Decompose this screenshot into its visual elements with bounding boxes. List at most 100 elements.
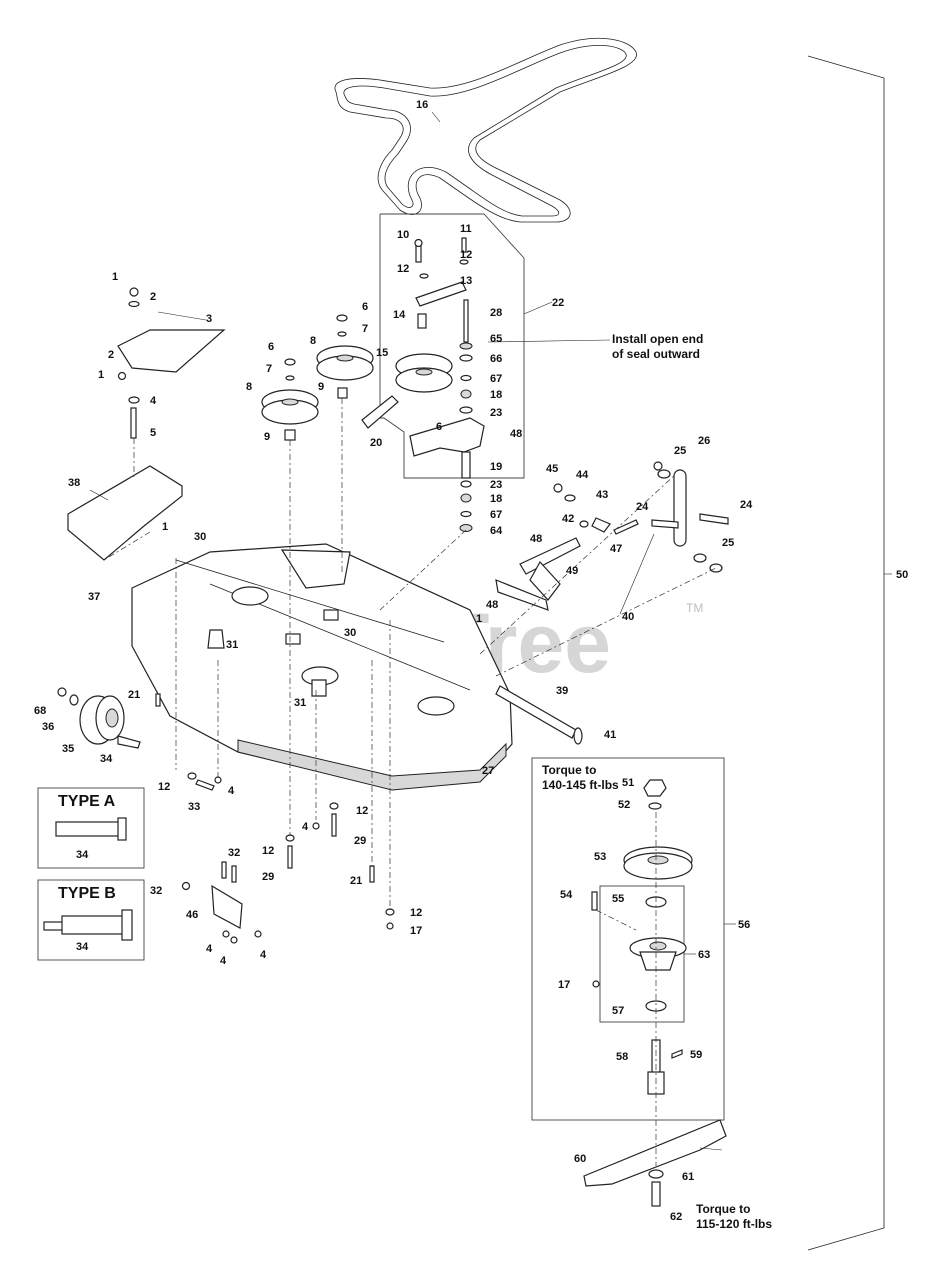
callout-p49: 49 xyxy=(566,565,578,577)
callout-p12b: 12 xyxy=(460,249,472,261)
callout-p1c: 1 xyxy=(476,613,482,625)
callout-p21a: 21 xyxy=(128,689,140,701)
seal-note-line2: of seal outward xyxy=(612,347,700,361)
callout-p1a: 1 xyxy=(112,271,118,283)
callout-p62: 62 xyxy=(670,1211,682,1223)
callout-p8b: 8 xyxy=(310,335,316,347)
callout-p38: 38 xyxy=(68,477,80,489)
leader-lines xyxy=(89,111,892,1151)
callout-p29b: 29 xyxy=(262,871,274,883)
type-b-label: TYPE B xyxy=(58,885,116,902)
callout-p2a: 2 xyxy=(150,291,156,303)
callout-p51: 51 xyxy=(622,777,634,789)
callout-p12e: 12 xyxy=(262,845,274,857)
callout-p13: 13 xyxy=(460,275,472,287)
callout-p39: 39 xyxy=(556,685,568,697)
callout-p18a: 18 xyxy=(490,389,502,401)
callout-p34a: 34 xyxy=(100,753,113,765)
callout-p12c: 12 xyxy=(158,781,170,793)
callout-p63: 63 xyxy=(698,949,710,961)
callout-p44: 44 xyxy=(576,469,589,481)
callout-p31a: 31 xyxy=(226,639,238,651)
drive-belt xyxy=(334,37,637,223)
callout-p60: 60 xyxy=(574,1153,586,1165)
type-a-box: TYPE A 34 xyxy=(37,787,145,869)
callout-p10: 10 xyxy=(397,229,409,241)
callout-p11: 11 xyxy=(460,223,472,235)
callout-p57: 57 xyxy=(612,1005,624,1017)
callout-p14: 14 xyxy=(393,309,406,321)
callout-p31b: 31 xyxy=(294,697,306,709)
callout-p50: 50 xyxy=(896,569,908,581)
callout-p4b: 4 xyxy=(228,785,235,797)
lift-arm-parts xyxy=(495,461,729,745)
type-a-part: 34 xyxy=(76,849,89,861)
callout-p8a: 8 xyxy=(246,381,252,393)
callout-p41: 41 xyxy=(604,729,616,741)
torque-note-2-line2: 115-120 ft-lbs xyxy=(696,1217,772,1231)
callout-p24b: 24 xyxy=(740,499,753,511)
callout-p55: 55 xyxy=(612,893,624,905)
callout-p23b: 23 xyxy=(490,479,502,491)
callout-p29a: 29 xyxy=(354,835,366,847)
callout-p9a: 9 xyxy=(264,431,270,443)
callout-p17b: 17 xyxy=(558,979,570,991)
callout-p35: 35 xyxy=(62,743,74,755)
callout-p4c: 4 xyxy=(302,821,309,833)
callout-p19: 19 xyxy=(490,461,502,473)
callout-p48a: 48 xyxy=(510,428,522,440)
belt-cover-bracket xyxy=(117,287,226,439)
assembly-bracket xyxy=(807,55,885,1251)
callout-p7b: 7 xyxy=(362,323,368,335)
idler-hardware xyxy=(409,237,485,532)
callout-p56: 56 xyxy=(738,919,750,931)
callout-p9b: 9 xyxy=(318,381,324,393)
lower-hardware xyxy=(155,693,395,944)
callout-p42: 42 xyxy=(562,513,574,525)
type-b-part: 34 xyxy=(76,941,89,953)
callout-p28: 28 xyxy=(490,307,502,319)
callout-p32b: 32 xyxy=(150,885,162,897)
callout-p53: 53 xyxy=(594,851,606,863)
callout-p66: 66 xyxy=(490,353,502,365)
callout-p67a: 67 xyxy=(490,373,502,385)
watermark-tm: TM xyxy=(686,601,703,615)
belt-cover xyxy=(67,465,183,561)
callout-p12d: 12 xyxy=(356,805,368,817)
torque-note-1-line2: 140-145 ft-lbs xyxy=(542,778,619,792)
callout-p6b: 6 xyxy=(362,301,368,313)
callout-p5: 5 xyxy=(150,427,156,439)
idler-assembly-box xyxy=(379,213,525,479)
callout-p27: 27 xyxy=(482,765,494,777)
torque-note-1-line1: Torque to xyxy=(542,763,596,777)
callout-p4d: 4 xyxy=(206,943,213,955)
spindle-assembly-box xyxy=(531,757,725,1121)
callout-p54: 54 xyxy=(560,889,573,901)
part-callouts: 16 10 11 12 12 13 14 28 22 65 66 67 18 2… xyxy=(34,99,908,1223)
callout-p25b: 25 xyxy=(722,537,734,549)
callout-p22: 22 xyxy=(552,297,564,309)
callout-p1b: 1 xyxy=(98,369,104,381)
callout-p40: 40 xyxy=(622,611,634,623)
callout-p68: 68 xyxy=(34,705,46,717)
callout-p64: 64 xyxy=(490,525,503,537)
callout-p3: 3 xyxy=(206,313,212,325)
callout-p30b: 30 xyxy=(344,627,356,639)
callout-p24a: 24 xyxy=(636,501,649,513)
callout-p58: 58 xyxy=(616,1051,628,1063)
callout-p61: 61 xyxy=(682,1171,694,1183)
spindle-parts xyxy=(583,779,727,1207)
type-b-box: TYPE B 34 xyxy=(37,879,145,961)
callout-p20: 20 xyxy=(370,437,382,449)
callout-p15: 15 xyxy=(376,347,388,359)
callout-p23a: 23 xyxy=(490,407,502,419)
torque-note-2-line1: Torque to xyxy=(696,1202,750,1216)
callout-p6c: 6 xyxy=(436,421,442,433)
callout-p16: 16 xyxy=(416,99,428,111)
gauge-wheel xyxy=(57,687,141,749)
callout-p17a: 17 xyxy=(410,925,422,937)
callout-p48b: 48 xyxy=(530,533,542,545)
callout-p26: 26 xyxy=(698,435,710,447)
callout-p30a: 30 xyxy=(194,531,206,543)
callout-p6a: 6 xyxy=(268,341,274,353)
